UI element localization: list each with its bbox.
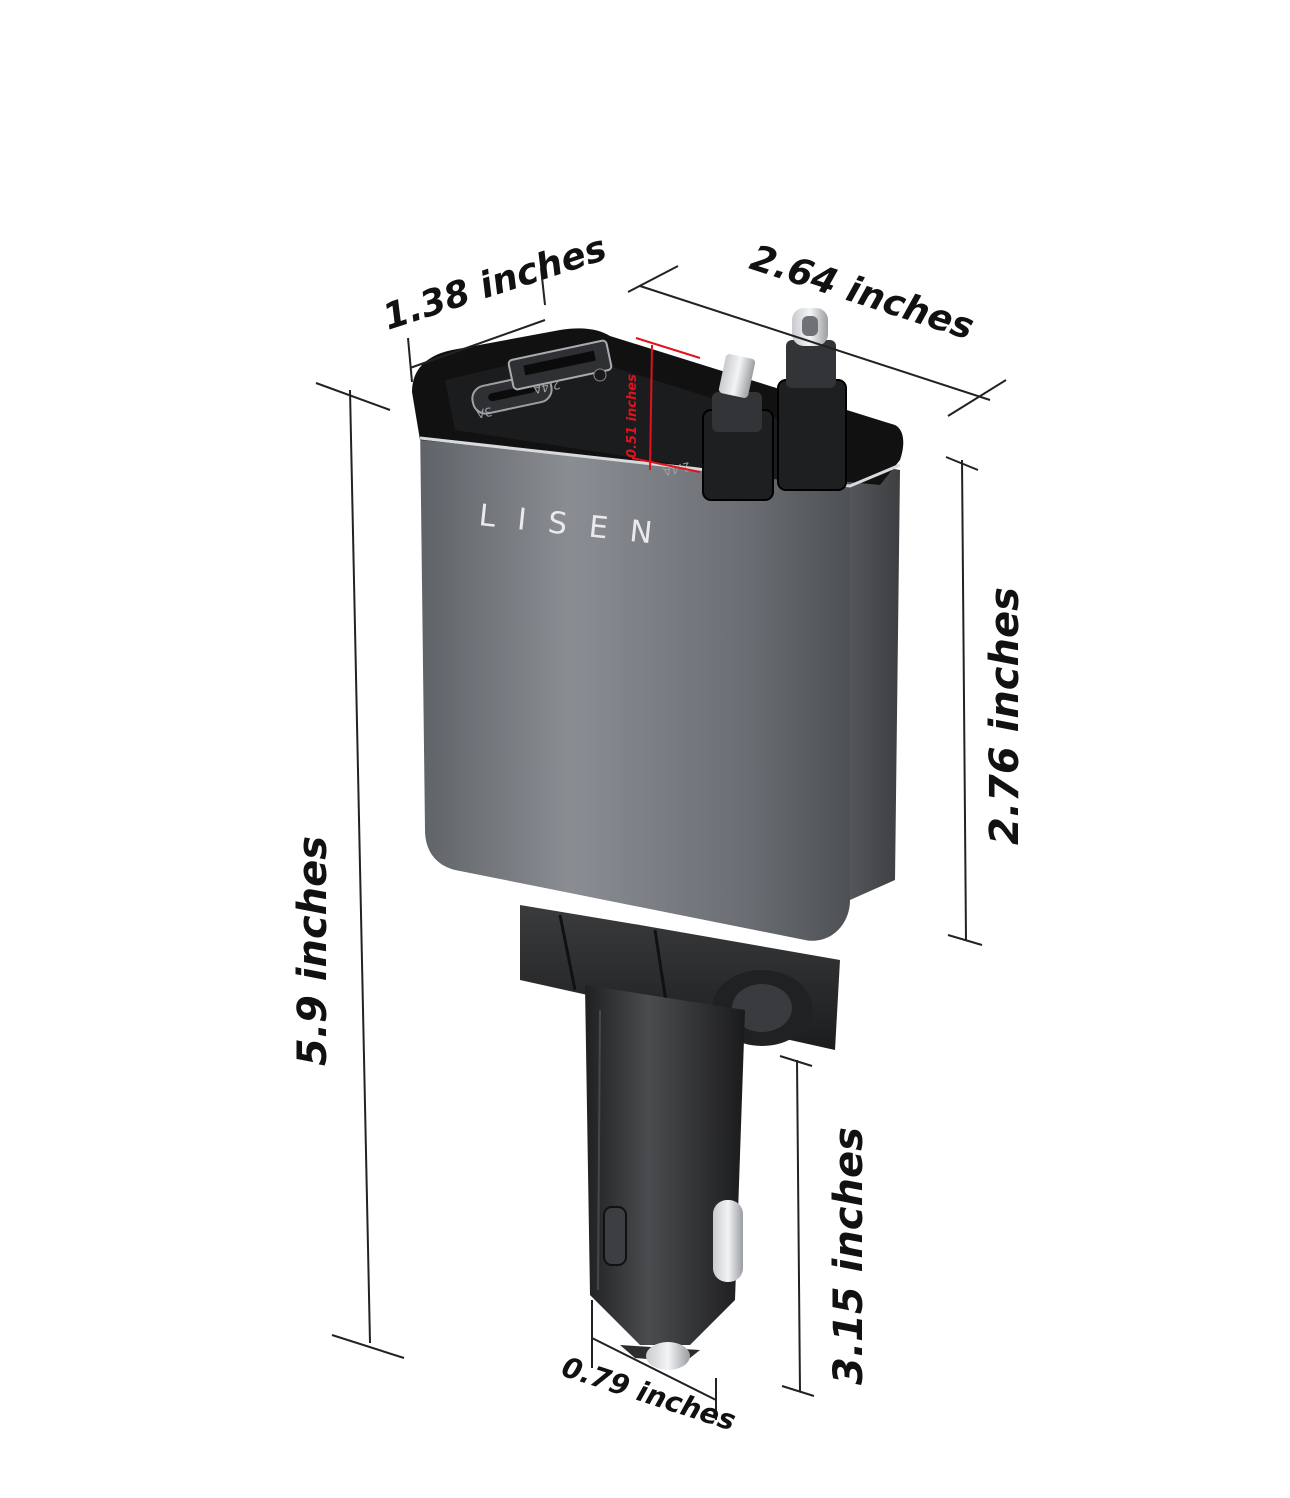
car-charger: 3A 2.4A 2.4A LISEN: [412, 308, 904, 1370]
plug-diameter-label: 0.79 inches: [558, 1350, 740, 1437]
body-height-label: 2.76 inches: [982, 587, 1028, 845]
side-clip: [603, 1206, 627, 1266]
dimension-total-height: 5.9 inches: [290, 382, 405, 1359]
rear-port-rating-label: 2.4A: [661, 459, 691, 479]
plug-length-label: 3.15 inches: [826, 1127, 872, 1385]
cable-extension-label: 0.51 inches: [625, 374, 640, 458]
cable-extension-callout: 0.51 inches: [625, 337, 701, 473]
top-width-label: 1.38 inches: [378, 228, 611, 339]
usb-c-rating-label: 3A: [474, 404, 493, 421]
usb-a-port: 2.4A: [507, 339, 613, 397]
dimension-body-height: 2.76 inches: [945, 456, 1028, 946]
usb-a-rating-label: 2.4A: [531, 377, 561, 397]
tip-contact: [646, 1342, 690, 1370]
usb-c-cable: [777, 308, 847, 491]
dimension-plug-length: 3.15 inches: [779, 1055, 872, 1397]
lightning-cable: [702, 354, 774, 501]
total-height-label: 5.9 inches: [290, 836, 336, 1066]
lighter-plug: [585, 985, 745, 1370]
side-spring-contact: [713, 1200, 743, 1282]
